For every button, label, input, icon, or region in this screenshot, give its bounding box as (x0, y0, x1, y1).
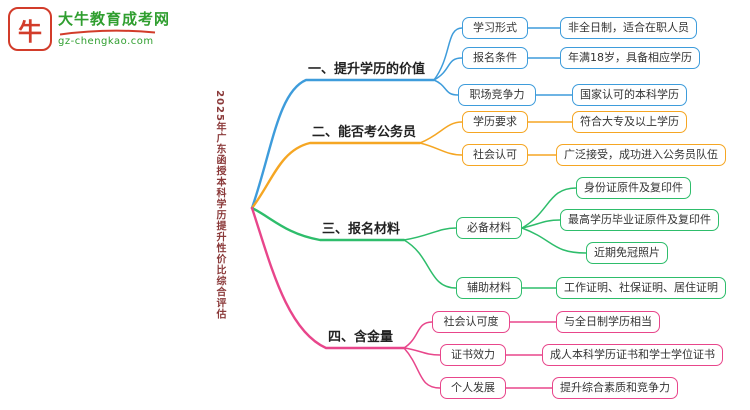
branch-4-links (250, 206, 557, 389)
leaf-personal-development-detail: 提升综合素质和竞争力 (552, 377, 678, 399)
subtopic-auxiliary-materials: 辅助材料 (456, 277, 522, 299)
subtopic-education-requirement: 学历要求 (462, 111, 528, 133)
root-topic: 2025年广东函授本科学历提升性价比综合评估 (214, 90, 225, 320)
leaf-registration-terms-detail: 年满18岁，具备相应学历 (560, 47, 700, 69)
branch-1-label: 一、提升学历的价值 (308, 62, 426, 77)
subtopic-social-recognition: 社会认可 (462, 144, 528, 166)
branch-2-label: 二、能否考公务员 (312, 125, 417, 140)
leaf-study-format-detail: 非全日制，适合在职人员 (560, 17, 697, 39)
subtopic-registration-terms: 报名条件 (462, 47, 528, 69)
branch-4-label: 四、含金量 (328, 330, 394, 345)
subtopic-study-format: 学习形式 (462, 17, 528, 39)
branch-1-links (250, 27, 573, 210)
leaf-id-card: 身份证原件及复印件 (576, 177, 691, 199)
leaf-certificate-validity-detail: 成人本科学历证书和学士学位证书 (542, 344, 723, 366)
leaf-career-competitiveness-detail: 国家认可的本科学历 (572, 84, 687, 106)
logo-text-block: 大牛教育成考网 gz-chengkao.com (58, 7, 170, 48)
logo-swoosh-underline (59, 29, 156, 36)
subtopic-personal-development: 个人发展 (440, 377, 506, 399)
subtopic-certificate-validity: 证书效力 (440, 344, 506, 366)
branch-2-links (250, 121, 573, 210)
branch-3-label: 三、报名材料 (322, 222, 401, 237)
branch-3-links (250, 187, 587, 289)
leaf-social-acceptance-detail: 与全日制学历相当 (556, 311, 660, 333)
leaf-education-requirement-detail: 符合大专及以上学历 (572, 111, 687, 133)
leaf-auxiliary-materials-detail: 工作证明、社保证明、居住证明 (556, 277, 726, 299)
subtopic-career-competitiveness: 职场竞争力 (458, 84, 536, 106)
bull-glyph: 牛 (18, 17, 42, 46)
subtopic-social-acceptance: 社会认可度 (432, 311, 510, 333)
site-url: gz-chengkao.com (58, 36, 154, 47)
subtopic-required-materials: 必备材料 (456, 217, 522, 239)
leaf-photo: 近期免冠照片 (586, 242, 668, 264)
bull-seal-icon: 牛 (8, 7, 52, 51)
site-name: 大牛教育成考网 (58, 10, 171, 28)
leaf-diploma-copy: 最高学历毕业证原件及复印件 (560, 209, 719, 231)
site-logo: 牛 大牛教育成考网 gz-chengkao.com (8, 7, 170, 51)
leaf-social-recognition-detail: 广泛接受，成功进入公务员队伍 (556, 144, 726, 166)
